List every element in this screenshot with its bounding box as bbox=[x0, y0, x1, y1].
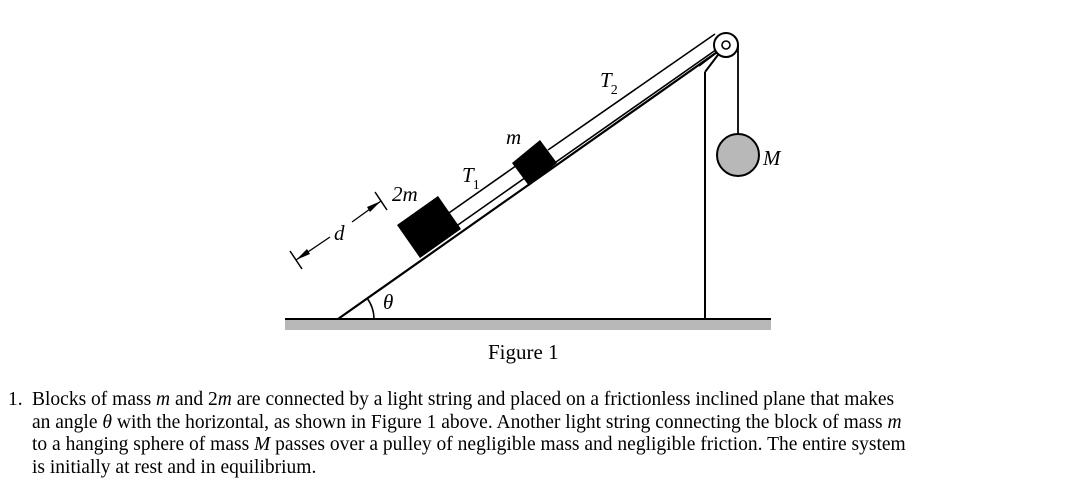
problem-line-1: Blocks of mass m and 2m are connected by… bbox=[32, 389, 895, 410]
block-2m-label: 2m bbox=[392, 182, 418, 206]
sphere-mass-label: M bbox=[762, 146, 782, 170]
problem-line-3: to a hanging sphere of mass M passes ove… bbox=[32, 434, 906, 455]
string-t1 bbox=[445, 162, 521, 216]
distance-label: d bbox=[334, 221, 345, 245]
tension-2-label: T2 bbox=[600, 68, 618, 98]
ground-surface bbox=[285, 319, 771, 330]
distance-arrow-left bbox=[296, 249, 310, 260]
string-t2-lower bbox=[555, 46, 721, 163]
block-m bbox=[512, 140, 557, 186]
problem-line-4: is initially at rest and in equilibrium. bbox=[32, 456, 317, 478]
theta-label: θ bbox=[383, 290, 393, 314]
pulley-axle bbox=[721, 40, 731, 50]
string-t2 bbox=[547, 33, 716, 151]
figure-caption: Figure 1 bbox=[488, 340, 559, 364]
tension-2-symbol: T bbox=[600, 68, 613, 92]
problem-line-2: an angle θ with the horizontal, as shown… bbox=[32, 411, 902, 433]
incline-figure: θ d 2m m T1 T2 M Figure 1 bbox=[285, 32, 782, 364]
angle-arc bbox=[366, 297, 375, 320]
problem-statement: 1. Blocks of mass m and 2m are connected… bbox=[8, 389, 1058, 479]
tension-2-subscript: 2 bbox=[611, 83, 618, 98]
block-2m bbox=[397, 196, 461, 258]
distance-arrow-right bbox=[367, 201, 381, 212]
tension-1-label: T1 bbox=[462, 163, 480, 193]
string-t1-lower bbox=[454, 174, 530, 228]
tension-1-symbol: T bbox=[462, 163, 475, 187]
problem-number: 1. bbox=[8, 389, 23, 410]
tension-1-subscript: 1 bbox=[473, 178, 480, 193]
hanging-sphere bbox=[716, 133, 760, 177]
block-m-label: m bbox=[506, 125, 521, 149]
